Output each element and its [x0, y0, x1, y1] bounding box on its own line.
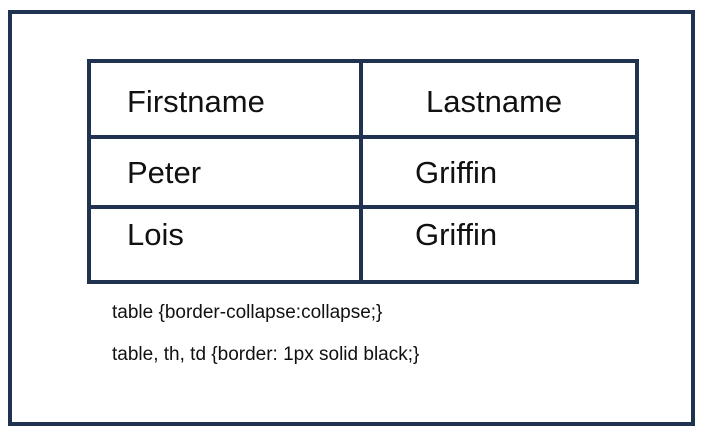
- cell-lastname: Griffin: [359, 205, 639, 284]
- header-lastname: Lastname: [359, 59, 639, 139]
- slide-frame: Firstname Lastname Peter Griffin Lois Gr…: [8, 10, 695, 426]
- header-firstname: Firstname: [87, 59, 363, 139]
- css-code-line: table {border-collapse:collapse;}: [112, 302, 383, 323]
- cell-firstname: Lois: [87, 205, 363, 284]
- cell-firstname: Peter: [87, 135, 363, 209]
- table-row: Lois Griffin: [87, 205, 639, 284]
- cell-lastname: Griffin: [359, 135, 639, 209]
- table-header-row: Firstname Lastname: [87, 59, 639, 139]
- table-row: Peter Griffin: [87, 135, 639, 209]
- example-table: Firstname Lastname Peter Griffin Lois Gr…: [87, 59, 639, 284]
- css-code-line: table, th, td {border: 1px solid black;}: [112, 344, 420, 365]
